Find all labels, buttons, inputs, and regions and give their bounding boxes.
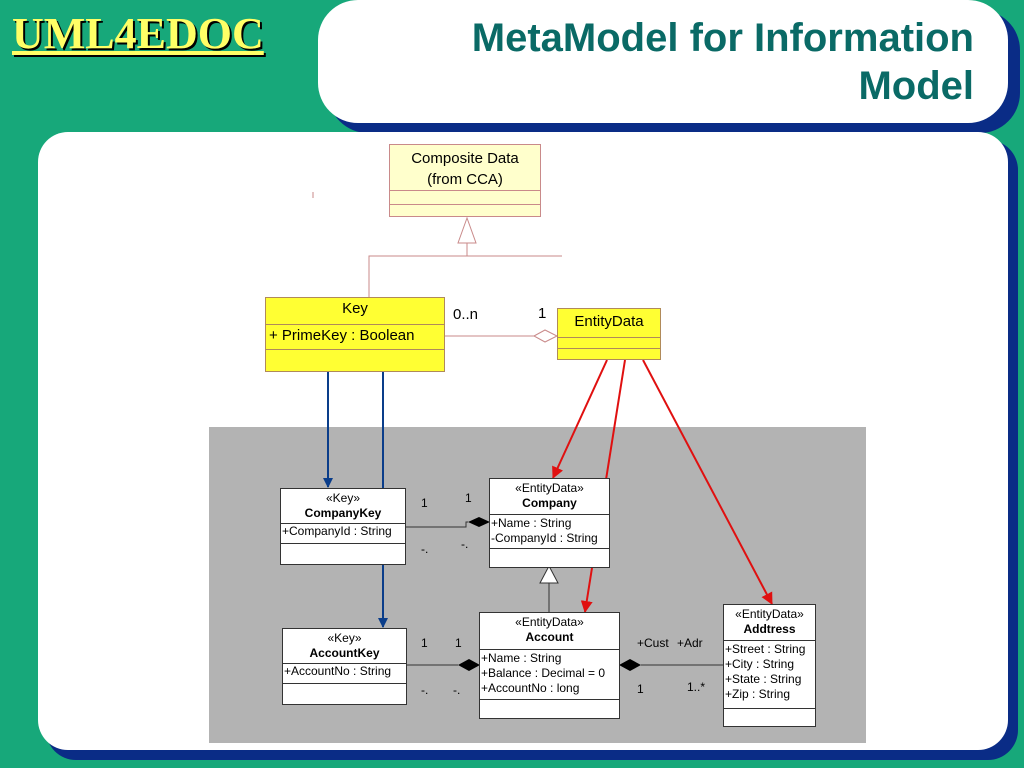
accountkey-name: AccountKey bbox=[309, 646, 380, 660]
key-class-attr: + PrimeKey : Boolean bbox=[266, 324, 444, 349]
company-name: Company bbox=[522, 496, 577, 510]
red-arrow-address bbox=[642, 359, 773, 605]
address-class: «EntityData» Addtress +Street : String +… bbox=[723, 604, 816, 727]
entitydata-class: EntityData bbox=[557, 308, 661, 360]
address-stereotype: «EntityData» bbox=[735, 607, 804, 621]
companykey-stereotype: «Key» bbox=[325, 491, 361, 505]
generalization-triangle bbox=[457, 216, 477, 244]
composite-data-class: Composite Data (from CCA) bbox=[389, 144, 541, 217]
companykey-company-line bbox=[405, 521, 468, 528]
mult-ak-top-right: 1 bbox=[455, 636, 462, 650]
slide-title: MetaModel for Information Model bbox=[472, 14, 974, 110]
account-address-diamond bbox=[619, 659, 641, 671]
mult-key-entity-right: 1 bbox=[538, 305, 547, 322]
mult-ak-bot-left: -. bbox=[421, 683, 429, 697]
mult-ak-bot-right: -. bbox=[453, 683, 461, 697]
key-class-name: Key bbox=[342, 300, 368, 317]
accountkey-attr: +AccountNo : String bbox=[283, 663, 406, 683]
address-attr-zip: +Zip : String bbox=[725, 687, 791, 701]
composite-data-name: Composite Data bbox=[411, 150, 519, 167]
role-adr: +Adr bbox=[677, 636, 703, 650]
companykey-class: «Key» CompanyKey +CompanyId : String bbox=[280, 488, 406, 565]
address-name: Addtress bbox=[743, 622, 796, 636]
accountkey-stereotype: «Key» bbox=[327, 631, 362, 645]
account-name: Account bbox=[525, 630, 574, 644]
title-panel: MetaModel for Information Model bbox=[318, 0, 1008, 123]
red-arrow-company bbox=[552, 359, 608, 479]
company-attr-name: +Name : String bbox=[491, 516, 572, 530]
account-attr-balance: +Balance : Decimal = 0 bbox=[481, 666, 606, 680]
account-company-triangle bbox=[539, 564, 559, 584]
key-class: Key + PrimeKey : Boolean bbox=[265, 297, 445, 372]
account-class: «EntityData» Account +Name : String +Bal… bbox=[479, 612, 620, 719]
mult-acc-addr-right: 1..* bbox=[687, 680, 706, 694]
address-attr-state: +State : String bbox=[725, 672, 802, 686]
account-stereotype: «EntityData» bbox=[515, 615, 584, 629]
mult-ck-top-right: 1 bbox=[465, 491, 472, 505]
entitydata-class-name: EntityData bbox=[574, 313, 644, 330]
accountkey-account-diamond bbox=[458, 659, 480, 671]
role-cust: +Cust bbox=[637, 636, 669, 650]
companykey-attr: +CompanyId : String bbox=[281, 523, 405, 543]
mult-ck-top-left: 1 bbox=[421, 496, 428, 510]
account-attr-accountno: +AccountNo : long bbox=[481, 681, 580, 695]
logo: UML4EDOC bbox=[12, 9, 264, 58]
generalization-line bbox=[368, 243, 562, 297]
company-attr-companyid: -CompanyId : String bbox=[491, 531, 598, 545]
account-attr-name: +Name : String bbox=[481, 651, 562, 665]
companykey-name: CompanyKey bbox=[304, 506, 382, 520]
slide-title-line1: MetaModel for Information bbox=[471, 16, 974, 60]
mult-ck-bot-right: -. bbox=[461, 537, 469, 551]
address-attr-street: +Street : String bbox=[725, 642, 806, 656]
composite-data-source: (from CCA) bbox=[427, 171, 503, 188]
mult-ak-top-left: 1 bbox=[421, 636, 428, 650]
address-attr-city: +City : String bbox=[725, 657, 795, 671]
mult-ck-bot-left: -. bbox=[421, 542, 429, 556]
companykey-company-diamond bbox=[468, 517, 490, 527]
company-class: «EntityData» Company +Name : String -Com… bbox=[489, 478, 610, 568]
company-stereotype: «EntityData» bbox=[515, 481, 584, 495]
accountkey-class: «Key» AccountKey +AccountNo : String bbox=[282, 628, 407, 705]
slide-title-line2: Model bbox=[858, 64, 974, 108]
mult-acc-addr-left: 1 bbox=[637, 682, 644, 696]
mult-key-entity-left: 0..n bbox=[453, 306, 479, 323]
aggregation-diamond bbox=[532, 329, 559, 343]
